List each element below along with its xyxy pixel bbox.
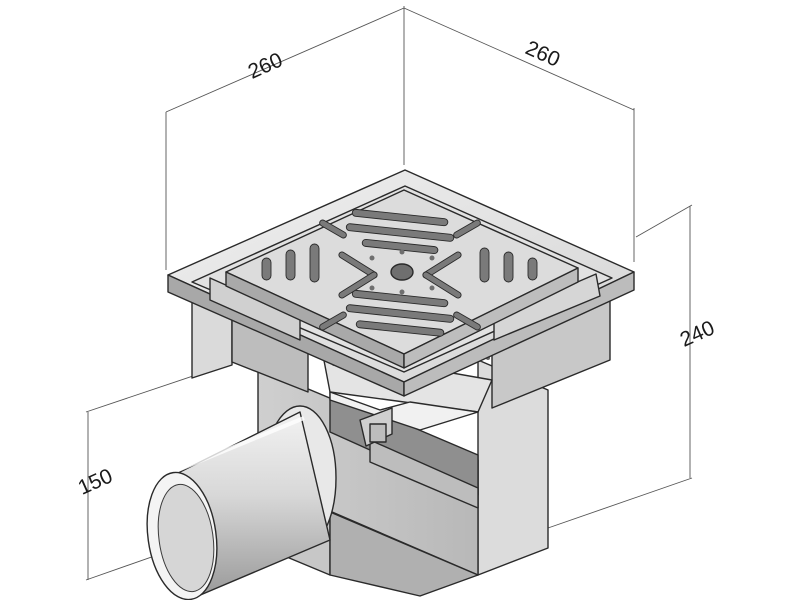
dim-width-top: 260 bbox=[245, 48, 286, 83]
outlet-pipe bbox=[146, 405, 337, 600]
dim-height-total: 240 bbox=[677, 316, 718, 351]
dim-depth-top: 260 bbox=[522, 36, 563, 71]
dim-height-outlet: 150 bbox=[75, 464, 116, 499]
grate bbox=[225, 189, 579, 369]
